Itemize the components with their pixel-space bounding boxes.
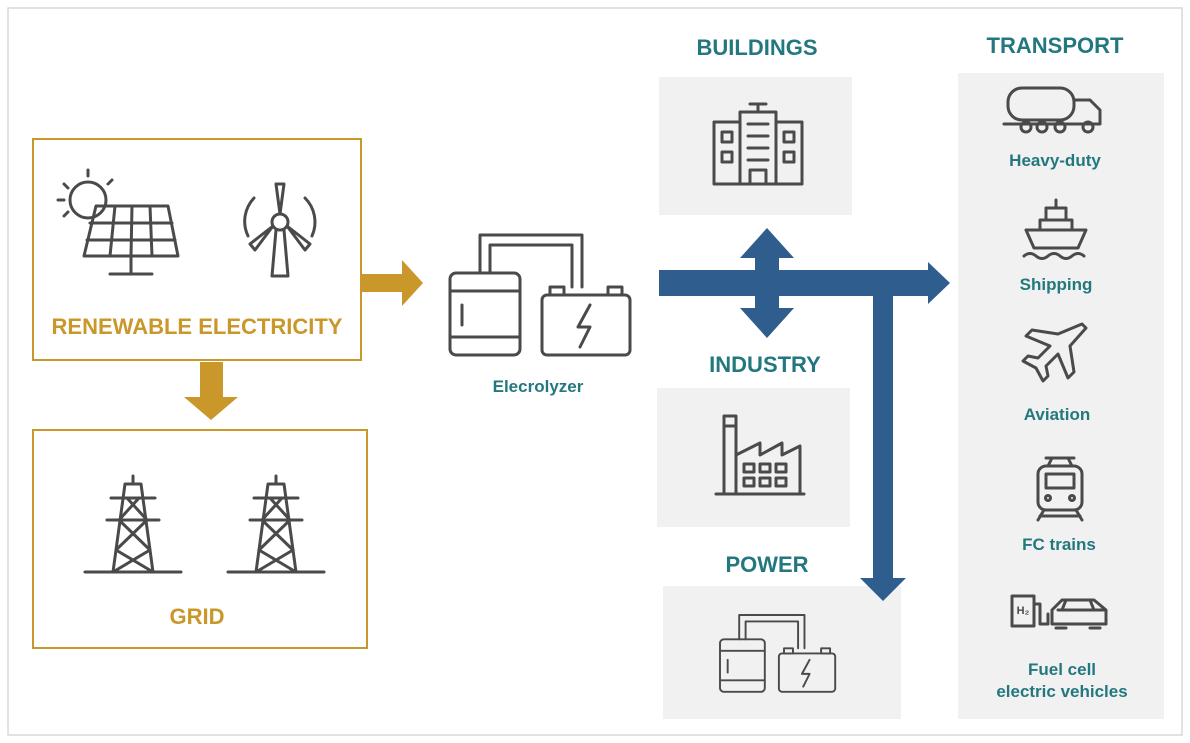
distribution-arrows — [659, 228, 950, 601]
electrolyzer: Elecrolyzer — [448, 233, 632, 396]
transport-item-label: Shipping — [1020, 275, 1093, 294]
renewable-electricity-title: RENEWABLE ELECTRICITY — [52, 314, 343, 339]
industry-title: INDUSTRY — [709, 352, 821, 377]
electrolyzer-icon — [448, 233, 632, 357]
grid-box: GRID — [32, 429, 368, 649]
buildings-title: BUILDINGS — [697, 35, 818, 60]
wind-turbine-icon — [243, 182, 317, 278]
electrolyzer-label: Elecrolyzer — [493, 377, 584, 396]
power-title: POWER — [725, 552, 808, 577]
outer-frame — [7, 7, 1183, 736]
renewable-electricity-box: RENEWABLE ELECTRICITY — [32, 138, 362, 361]
transport-arrow — [659, 262, 950, 304]
transport-title: TRANSPORT — [987, 33, 1124, 58]
factory-icon — [714, 414, 806, 496]
renewable-to-electrolyzer-arrow — [361, 260, 423, 306]
solar-panel-icon — [56, 168, 180, 276]
airplane-icon — [1021, 322, 1088, 383]
ship-icon — [1022, 198, 1088, 260]
power-arrow — [860, 283, 906, 601]
buildings-panel — [659, 77, 852, 215]
renewable-to-grid-arrow — [184, 362, 238, 420]
transport-item-label: Aviation — [1024, 405, 1090, 424]
grid-title: GRID — [170, 604, 225, 629]
transport-item-label-line2: electric vehicles — [996, 682, 1127, 701]
hydrogen-car-icon: H₂ — [1010, 594, 1108, 630]
h2-badge: H₂ — [1017, 605, 1030, 617]
industry-panel — [657, 388, 850, 527]
train-icon — [1036, 456, 1084, 522]
tanker-truck-icon — [1002, 86, 1102, 134]
transport-item-label: FC trains — [1022, 535, 1096, 554]
transport-item-label-line1: Fuel cell — [1028, 660, 1096, 679]
buildings-industry-arrow — [740, 228, 794, 338]
office-building-icon — [712, 102, 804, 186]
transport-item-label: Heavy-duty — [1009, 151, 1101, 170]
